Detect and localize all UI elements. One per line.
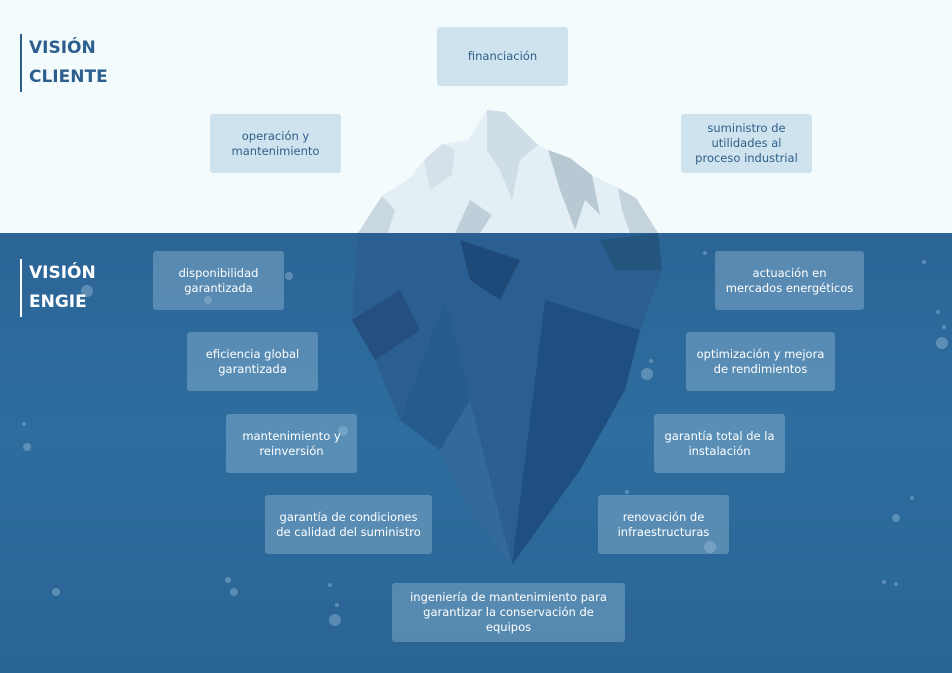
box-financiacion: financiación — [437, 27, 568, 86]
iceberg-tip-shade — [455, 200, 492, 233]
box-mantenimiento-reinversion: mantenimiento y reinversión — [226, 414, 357, 473]
iceberg-underwater-shade — [512, 300, 640, 565]
box-renovacion-infraestructuras: renovación de infraestructuras — [598, 495, 729, 554]
box-actuacion-mercados: actuación en mercados energéticos — [715, 251, 864, 310]
box-eficiencia-global: eficiencia global garantizada — [187, 332, 318, 391]
box-operacion-mantenimiento: operación y mantenimiento — [210, 114, 341, 173]
iceberg-tip-shade — [358, 196, 395, 233]
vision-cliente-line1: VISIÓN — [29, 38, 96, 58]
iceberg-underwater-shade — [352, 290, 420, 360]
iceberg-tip-shade — [548, 150, 600, 230]
iceberg-tip-shade — [424, 144, 455, 190]
iceberg-tip-shade — [487, 110, 538, 200]
iceberg-underwater-shade — [600, 233, 662, 270]
vision-engie-line2: ENGIE — [29, 292, 87, 312]
vision-cliente-line2: CLIENTE — [29, 67, 108, 87]
box-suministro-utilidades: suministro de utilidades al proceso indu… — [681, 114, 812, 173]
vision-engie-title: VISIÓN ENGIE — [20, 259, 96, 317]
iceberg-underwater-light — [440, 400, 512, 565]
box-garantia-calidad: garantía de condiciones de calidad del s… — [265, 495, 432, 554]
box-disponibilidad: disponibilidad garantizada — [153, 251, 284, 310]
vision-engie-line1: VISIÓN — [29, 263, 96, 283]
box-optimizacion-rendimientos: optimización y mejora de rendimientos — [686, 332, 835, 391]
box-garantia-total: garantía total de la instalación — [654, 414, 785, 473]
iceberg-underwater-shade — [460, 240, 520, 300]
iceberg-underwater-shade — [400, 300, 470, 450]
iceberg-tip-shade — [618, 188, 658, 233]
box-ingenieria-mantenimiento: ingeniería de mantenimiento para garanti… — [392, 583, 625, 642]
vision-cliente-title: VISIÓN CLIENTE — [20, 34, 108, 92]
